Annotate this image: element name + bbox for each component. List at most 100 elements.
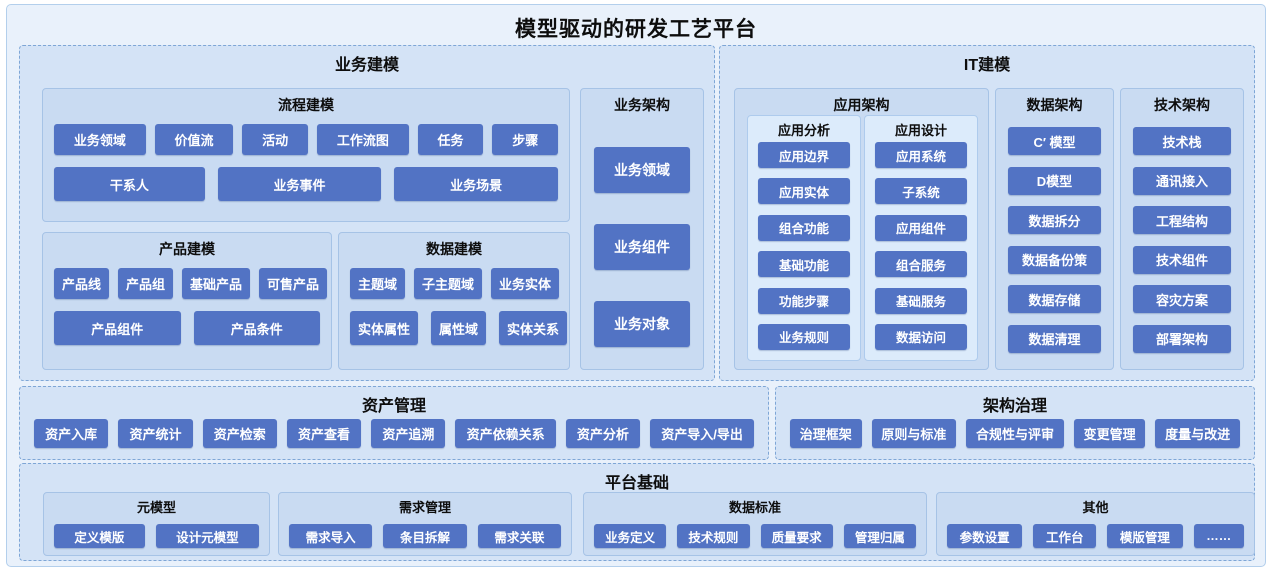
asset-management-button[interactable]: 资产入库 <box>34 419 109 448</box>
data-modeling-row-1: 主题域子主题域业务实体 <box>350 268 560 299</box>
technical-architecture-title: 技术架构 <box>1154 97 1210 113</box>
requirement-management-button[interactable]: 条目拆解 <box>383 524 467 548</box>
architecture-governance-button[interactable]: 原则与标准 <box>871 419 957 448</box>
application-design-button[interactable]: 应用系统 <box>875 142 967 168</box>
group-others: 其他 参数设置工作台模版管理 …… <box>936 492 1255 556</box>
business-modeling-title: 业务建模 <box>334 57 399 74</box>
asset-management-button[interactable]: 资产查看 <box>286 419 362 448</box>
data-standard-button[interactable]: 管理归属 <box>843 524 916 548</box>
business-architecture-button[interactable]: 业务对象 <box>594 301 690 347</box>
process-modeling-title: 流程建模 <box>278 97 334 113</box>
process-modeling-button[interactable]: 价值流 <box>154 124 234 155</box>
meta-model-button[interactable]: 设计元模型 <box>155 524 259 548</box>
application-design-button[interactable]: 应用组件 <box>875 214 967 241</box>
process-modeling-button[interactable]: 业务事件 <box>217 167 382 201</box>
business-architecture-button[interactable]: 业务组件 <box>594 224 690 270</box>
process-modeling-button[interactable]: 步骤 <box>492 124 559 155</box>
data-modeling-button[interactable]: 属性域 <box>431 311 487 345</box>
data-modeling-button[interactable]: 主题域 <box>350 268 406 299</box>
others-button[interactable]: 工作台 <box>1033 524 1097 548</box>
group-application-analysis: 应用分析 应用边界应用实体组合功能基础功能功能步骤业务规则 <box>747 115 861 361</box>
architecture-governance-title: 架构治理 <box>982 398 1047 415</box>
data-standard-title: 数据标准 <box>728 500 781 515</box>
asset-management-button[interactable]: 资产分析 <box>565 419 641 448</box>
application-design-button[interactable]: 基础服务 <box>875 287 967 314</box>
data-modeling-button[interactable]: 实体关系 <box>499 311 568 345</box>
data-architecture-button[interactable]: C′ 模型 <box>1008 127 1101 155</box>
application-analysis-button[interactable]: 应用实体 <box>758 178 850 205</box>
data-architecture-button[interactable]: 数据存储 <box>1008 285 1101 314</box>
technical-architecture-button[interactable]: 通讯接入 <box>1133 166 1231 195</box>
section-it-modeling: IT建模 应用架构 应用分析 应用边界应用实体组合功能基础功能功能步骤业务规则 … <box>719 45 1255 381</box>
architecture-governance-button[interactable]: 变更管理 <box>1073 419 1146 448</box>
technical-architecture-button[interactable]: 技术栈 <box>1133 127 1231 155</box>
process-modeling-button[interactable]: 工作流图 <box>317 124 409 155</box>
application-analysis-button[interactable]: 功能步骤 <box>758 287 850 314</box>
architecture-governance-button[interactable]: 治理框架 <box>790 419 862 448</box>
process-modeling-row-2: 干系人业务事件业务场景 <box>54 167 559 201</box>
asset-management-button[interactable]: 资产导入/导出 <box>650 419 754 448</box>
asset-management-button[interactable]: 资产检索 <box>202 419 277 448</box>
asset-management-button[interactable]: 资产追溯 <box>371 419 446 448</box>
technical-architecture-button[interactable]: 工程结构 <box>1133 206 1231 235</box>
data-modeling-button[interactable]: 实体属性 <box>350 311 419 345</box>
architecture-governance-button[interactable]: 合规性与评审 <box>966 419 1064 448</box>
platform-panel: 模型驱动的研发工艺平台 业务建模 流程建模 业务领域价值流活动工作流图任务步骤 … <box>6 4 1266 567</box>
requirement-management-button[interactable]: 需求导入 <box>289 524 373 548</box>
product-modeling-button[interactable]: 可售产品 <box>259 268 328 299</box>
process-modeling-button[interactable]: 业务领域 <box>54 124 146 155</box>
data-standard-button[interactable]: 质量要求 <box>760 524 833 548</box>
data-modeling-title: 数据建模 <box>426 241 482 257</box>
application-design-button[interactable]: 子系统 <box>875 178 967 205</box>
data-standard-button[interactable]: 业务定义 <box>594 524 667 548</box>
others-button[interactable]: 模版管理 <box>1107 524 1183 548</box>
product-modeling-button[interactable]: 产品条件 <box>193 311 320 345</box>
data-modeling-button[interactable]: 业务实体 <box>491 268 560 299</box>
data-architecture-button[interactable]: 数据清理 <box>1008 324 1101 353</box>
application-design-button[interactable]: 数据访问 <box>875 323 967 350</box>
technical-architecture-button[interactable]: 容灾方案 <box>1133 285 1231 314</box>
product-modeling-button[interactable]: 产品线 <box>54 268 110 299</box>
application-design-button[interactable]: 组合服务 <box>875 251 967 278</box>
process-modeling-button[interactable]: 活动 <box>242 124 309 155</box>
application-analysis-button[interactable]: 业务规则 <box>758 323 850 350</box>
data-architecture-title: 数据架构 <box>1026 97 1083 113</box>
product-modeling-button[interactable]: 基础产品 <box>182 268 251 299</box>
business-architecture-items: 业务领域业务组件业务对象 <box>594 147 690 347</box>
data-architecture-button[interactable]: 数据备份策 <box>1008 245 1101 274</box>
group-business-architecture: 业务架构 业务领域业务组件业务对象 <box>580 88 704 370</box>
meta-model-button[interactable]: 定义模版 <box>54 524 145 548</box>
data-standard-items: 业务定义技术规则质量要求管理归属 <box>594 524 916 548</box>
others-items: 参数设置工作台模版管理 …… <box>947 524 1244 548</box>
architecture-governance-button[interactable]: 度量与改进 <box>1155 419 1240 448</box>
meta-model-items: 定义模版设计元模型 <box>54 524 259 548</box>
application-analysis-button[interactable]: 应用边界 <box>758 142 850 168</box>
technical-architecture-button[interactable]: 技术组件 <box>1133 245 1231 274</box>
process-modeling-button[interactable]: 任务 <box>417 124 484 155</box>
data-modeling-button[interactable]: 子主题域 <box>414 268 483 299</box>
data-architecture-button[interactable]: D模型 <box>1008 166 1101 195</box>
section-business-modeling: 业务建模 流程建模 业务领域价值流活动工作流图任务步骤 干系人业务事件业务场景 … <box>19 45 715 381</box>
data-architecture-button[interactable]: 数据拆分 <box>1008 206 1101 235</box>
technical-architecture-button[interactable]: 部署架构 <box>1133 324 1231 353</box>
asset-management-button[interactable]: 资产统计 <box>118 419 193 448</box>
process-modeling-button[interactable]: 干系人 <box>54 167 205 201</box>
data-standard-button[interactable]: 技术规则 <box>677 524 750 548</box>
others-title: 其他 <box>1082 500 1109 515</box>
group-data-standard: 数据标准 业务定义技术规则质量要求管理归属 <box>583 492 927 556</box>
product-modeling-button[interactable]: 产品组 <box>118 268 174 299</box>
business-architecture-button[interactable]: 业务领域 <box>594 147 690 193</box>
section-asset-management: 资产管理 资产入库资产统计资产检索资产查看资产追溯资产依赖关系资产分析资产导入/… <box>19 386 769 460</box>
others-button[interactable]: …… <box>1193 524 1244 548</box>
others-button[interactable]: 参数设置 <box>947 524 1023 548</box>
process-modeling-button[interactable]: 业务场景 <box>394 167 559 201</box>
asset-management-title: 资产管理 <box>361 398 426 415</box>
requirement-management-button[interactable]: 需求关联 <box>477 524 561 548</box>
asset-management-items: 资产入库资产统计资产检索资产查看资产追溯资产依赖关系资产分析资产导入/导出 <box>34 419 754 448</box>
asset-management-button[interactable]: 资产依赖关系 <box>455 419 556 448</box>
application-analysis-button[interactable]: 基础功能 <box>758 251 850 278</box>
application-analysis-button[interactable]: 组合功能 <box>758 214 850 241</box>
product-modeling-button[interactable]: 产品组件 <box>54 311 181 345</box>
group-data-modeling: 数据建模 主题域子主题域业务实体 实体属性属性域实体关系 <box>338 232 570 370</box>
application-architecture-title: 应用架构 <box>833 97 890 113</box>
